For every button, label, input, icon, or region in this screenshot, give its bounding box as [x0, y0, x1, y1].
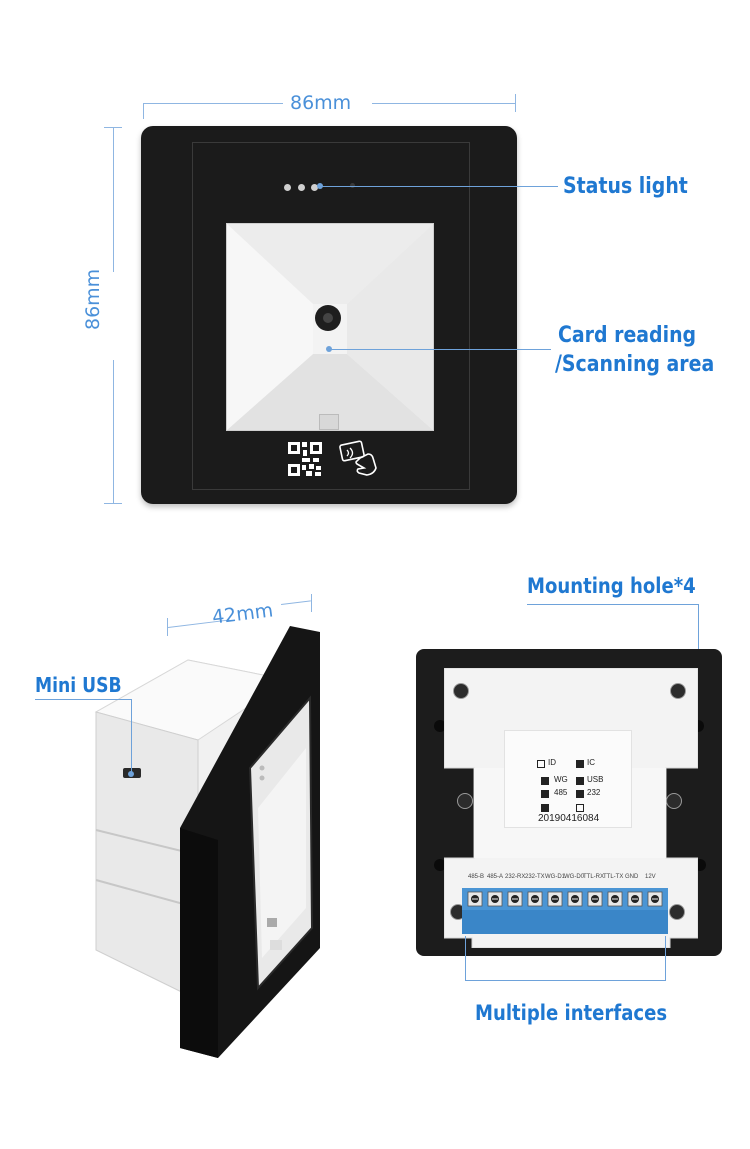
status-light-leader-dot: [317, 183, 323, 189]
checkbox-ic: [576, 760, 584, 768]
model-sticker: ID IC WG USB 485 232 20190416084: [504, 730, 632, 828]
interfaces-leader-left: [465, 936, 466, 980]
status-led-2: [298, 184, 305, 191]
terminal-label-2: 485-A: [487, 874, 504, 880]
card-reading-label: Card reading: [558, 323, 697, 348]
checkbox-232: [576, 790, 584, 798]
depth-dim-tick-right: [311, 594, 312, 612]
mini-usb-leader-vertical: [131, 699, 132, 774]
sticker-usb: USB: [587, 775, 604, 784]
dim-line-width-right: [372, 103, 515, 104]
mini-usb-label: Mini USB: [35, 673, 122, 697]
interfaces-leader-right: [665, 936, 666, 980]
terminal-label-8: TTL-TX: [603, 874, 624, 880]
dim-tick-bottom: [104, 503, 122, 504]
scanning-area-label: /Scanning area: [555, 352, 715, 377]
sticker-485: 485: [554, 788, 568, 797]
terminal-label-6: WG-D0: [564, 874, 584, 880]
terminal-label-7: TTL-RX: [583, 874, 604, 880]
qr-code-icon: [286, 440, 324, 483]
mounting-hole-leader-horizontal: [527, 604, 699, 605]
mounting-hole-top-left: [434, 720, 446, 732]
checkbox-id: [537, 760, 545, 768]
nfc-card-icon: [338, 438, 380, 483]
card-reading-leader: [329, 349, 551, 350]
scanner-led-window: [319, 414, 339, 430]
terminal-label-3: 232-RX: [505, 874, 526, 880]
sticker-232: 232: [587, 788, 601, 797]
sticker-id: ID: [548, 758, 556, 767]
checkbox-wg: [541, 777, 549, 785]
mini-usb-leader-dot: [128, 771, 134, 777]
light-sensor: [350, 183, 355, 188]
sticker-serial: 20190416084: [538, 813, 600, 824]
screw-top-right: [670, 683, 686, 699]
depth-dim-line-right: [281, 600, 311, 605]
width-dimension-label: 86mm: [290, 92, 352, 114]
screw-bottom-right: [669, 904, 685, 920]
terminal-label-4: 232-TX: [525, 874, 545, 880]
screw-mid-right: [666, 793, 682, 809]
screw-top-left: [453, 683, 469, 699]
checkbox-usb: [576, 777, 584, 785]
front-inner-frame: [192, 142, 470, 490]
sticker-wg: WG: [554, 775, 568, 784]
interfaces-leader-bottom: [465, 980, 666, 981]
dim-line-height-top: [113, 127, 114, 272]
sticker-ic: IC: [587, 758, 595, 767]
terminal-label-1: 485-B: [468, 874, 485, 880]
terminal-block: [462, 888, 668, 934]
dim-tick-left: [143, 103, 144, 119]
mounting-hole-bottom-left: [434, 859, 446, 871]
height-dimension-label: 86mm: [82, 268, 104, 330]
dim-line-width-left: [143, 103, 283, 104]
side-front-bezel: [180, 626, 320, 1058]
dim-line-height-bottom: [113, 360, 114, 503]
screw-mid-left: [457, 793, 473, 809]
status-led-1: [284, 184, 291, 191]
checkbox-485: [541, 790, 549, 798]
terminal-label-10: 12V: [645, 874, 656, 880]
terminal-label-9: GND: [625, 874, 639, 880]
dim-tick-right: [515, 94, 516, 112]
device-front-body: [141, 126, 517, 504]
terminal-label-5: WG-D1: [545, 874, 565, 880]
status-light-leader: [320, 186, 558, 187]
checkbox-extra-2: [576, 804, 584, 812]
camera-lens: [315, 305, 341, 331]
status-light-label: Status light: [563, 174, 688, 199]
status-led-3: [311, 184, 318, 191]
scanning-window: [226, 223, 434, 431]
multiple-interfaces-label: Multiple interfaces: [475, 1001, 668, 1025]
checkbox-extra-1: [541, 804, 549, 812]
mounting-hole-label: Mounting hole*4: [527, 574, 696, 598]
card-reading-leader-dot: [326, 346, 332, 352]
mini-usb-leader-horizontal: [35, 699, 132, 700]
depth-dim-tick-left: [167, 618, 168, 636]
